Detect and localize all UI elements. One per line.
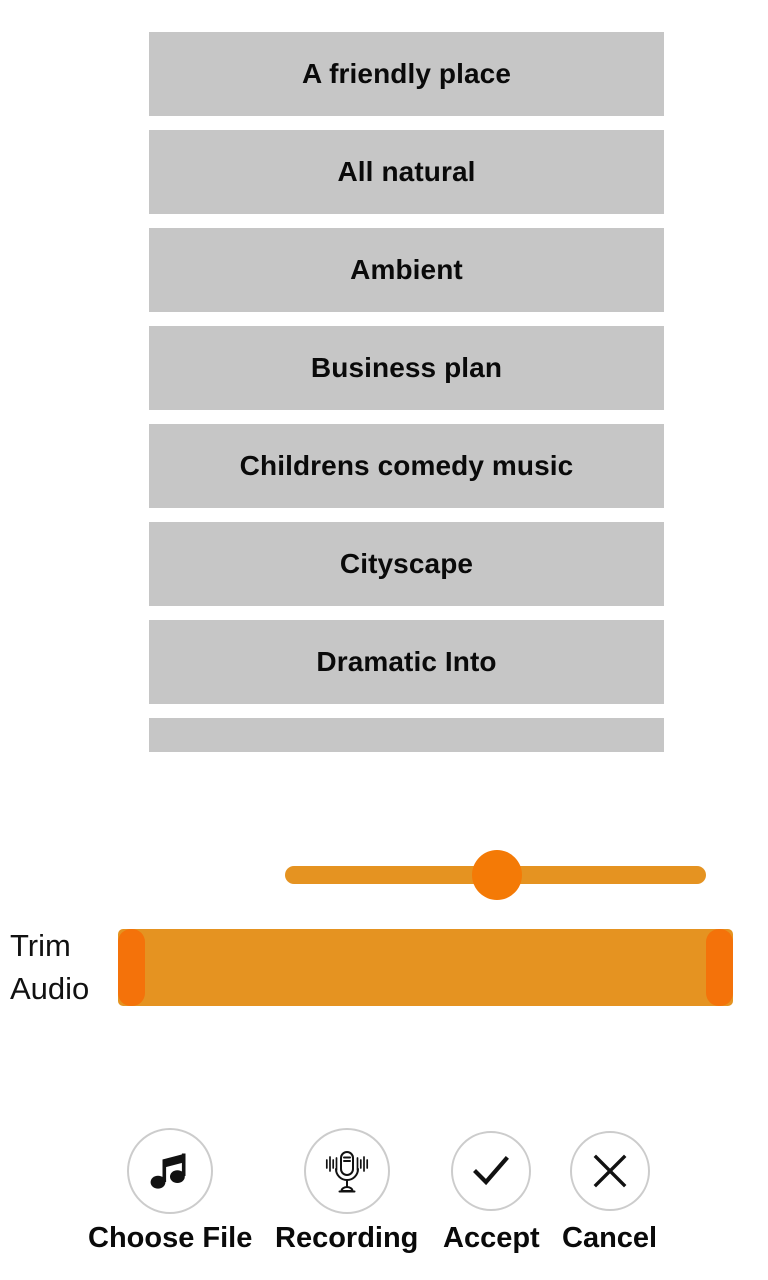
preset-list-item[interactable]: A friendly place [149,32,664,116]
volume-slider[interactable] [285,850,706,900]
preset-track-list[interactable]: A friendly place All natural Ambient Bus… [149,32,664,752]
preset-item-label: A friendly place [301,58,512,89]
preset-item-label: Ambient [350,254,463,285]
choose-file-button[interactable]: Choose File [88,1128,252,1253]
preset-item-label: Dramatic Into [316,646,497,677]
preset-list-item[interactable]: All natural [149,130,664,214]
accept-icon-circle [451,1131,532,1211]
recording-icon-circle [303,1128,390,1214]
choose-file-icon-circle [127,1128,214,1214]
preset-list-item-partial[interactable] [149,718,664,752]
accept-button[interactable]: Accept [443,1128,540,1253]
preset-item-label: Cityscape [339,548,474,579]
accept-label: Accept [443,1222,540,1254]
trim-audio-label: Trim Audio [10,928,90,1006]
trim-handle-left[interactable] [118,929,145,1006]
recording-button[interactable]: Recording [275,1128,418,1253]
bottom-toolbar: Choose File [0,1128,768,1280]
preset-item-label: All natural [337,156,476,187]
preset-list-item[interactable]: Ambient [149,228,664,312]
preset-list-item[interactable]: Cityscape [149,522,664,606]
choose-file-label: Choose File [88,1222,253,1254]
volume-slider-thumb[interactable] [472,850,522,900]
cancel-icon-circle [569,1131,650,1211]
music-note-icon [150,1153,186,1189]
preset-list-item[interactable]: Business plan [149,326,664,410]
trim-audio-bar[interactable] [118,929,733,1006]
microphone-icon [325,1151,368,1193]
check-icon [473,1156,510,1186]
preset-item-label: Business plan [310,352,503,383]
cancel-label: Cancel [562,1222,658,1254]
close-x-icon [593,1154,626,1188]
preset-item-label: Childrens comedy music [239,450,574,481]
recording-label: Recording [275,1222,419,1254]
preset-list-item[interactable]: Childrens comedy music [149,424,664,508]
cancel-button[interactable]: Cancel [562,1128,657,1253]
trim-handle-right[interactable] [706,929,733,1006]
preset-list-item[interactable]: Dramatic Into [149,620,664,704]
